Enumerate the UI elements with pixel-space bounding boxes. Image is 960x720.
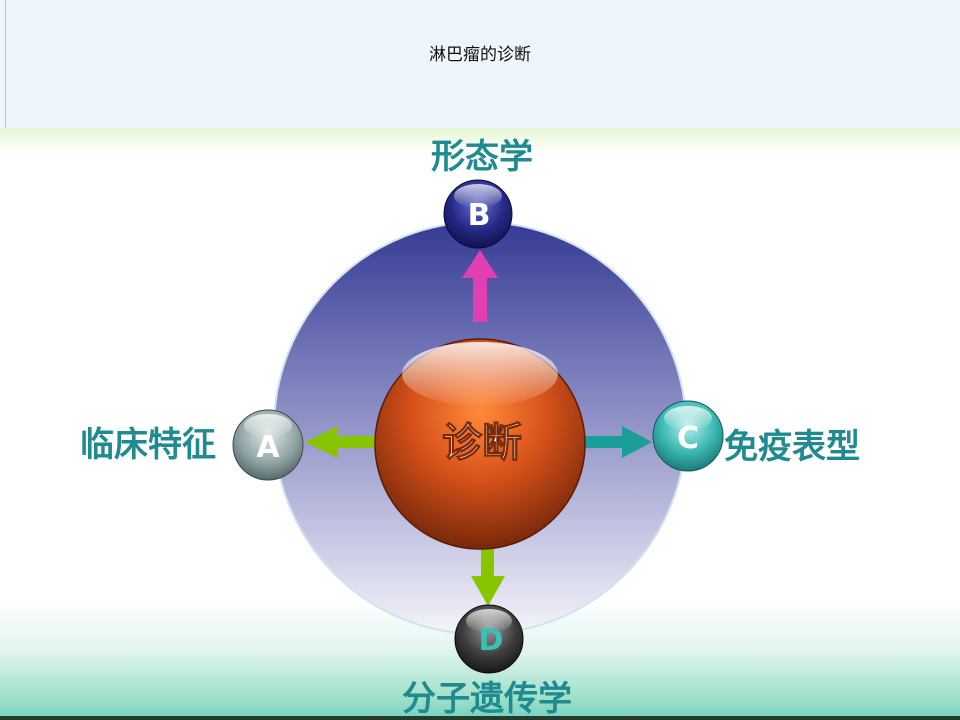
node-d-letter: D <box>479 623 504 658</box>
header-divider <box>5 0 6 128</box>
node-c-label: 免疫表型 <box>724 427 860 467</box>
center-sphere: 诊断 <box>374 338 586 550</box>
node-a-letter: A <box>256 430 280 465</box>
node-c-letter: C <box>677 421 699 456</box>
node-d-label: 分子遗传学 <box>402 679 572 719</box>
node-a: A <box>232 409 304 481</box>
node-b: B <box>443 179 513 249</box>
arrow-up <box>462 250 498 322</box>
node-b-letter: B <box>468 198 491 233</box>
arrow-right <box>580 426 652 458</box>
node-b-label: 形态学 <box>431 137 533 177</box>
slide-header: 淋巴瘤的诊断 <box>0 0 960 128</box>
bottom-bar <box>0 716 960 720</box>
page-title: 淋巴瘤的诊断 <box>429 45 531 65</box>
node-c: C <box>652 400 724 472</box>
node-d: D <box>454 604 524 674</box>
slide-body: 诊断 B 形态学 A 临床特征 C 免疫表型 D 分子遗传学 <box>0 128 960 720</box>
node-a-label: 临床特征 <box>80 425 216 465</box>
center-label: 诊断 <box>442 420 522 466</box>
arrow-left <box>305 426 381 458</box>
diagnosis-diagram: 诊断 B 形态学 A 临床特征 C 免疫表型 D 分子遗传学 <box>80 137 860 719</box>
